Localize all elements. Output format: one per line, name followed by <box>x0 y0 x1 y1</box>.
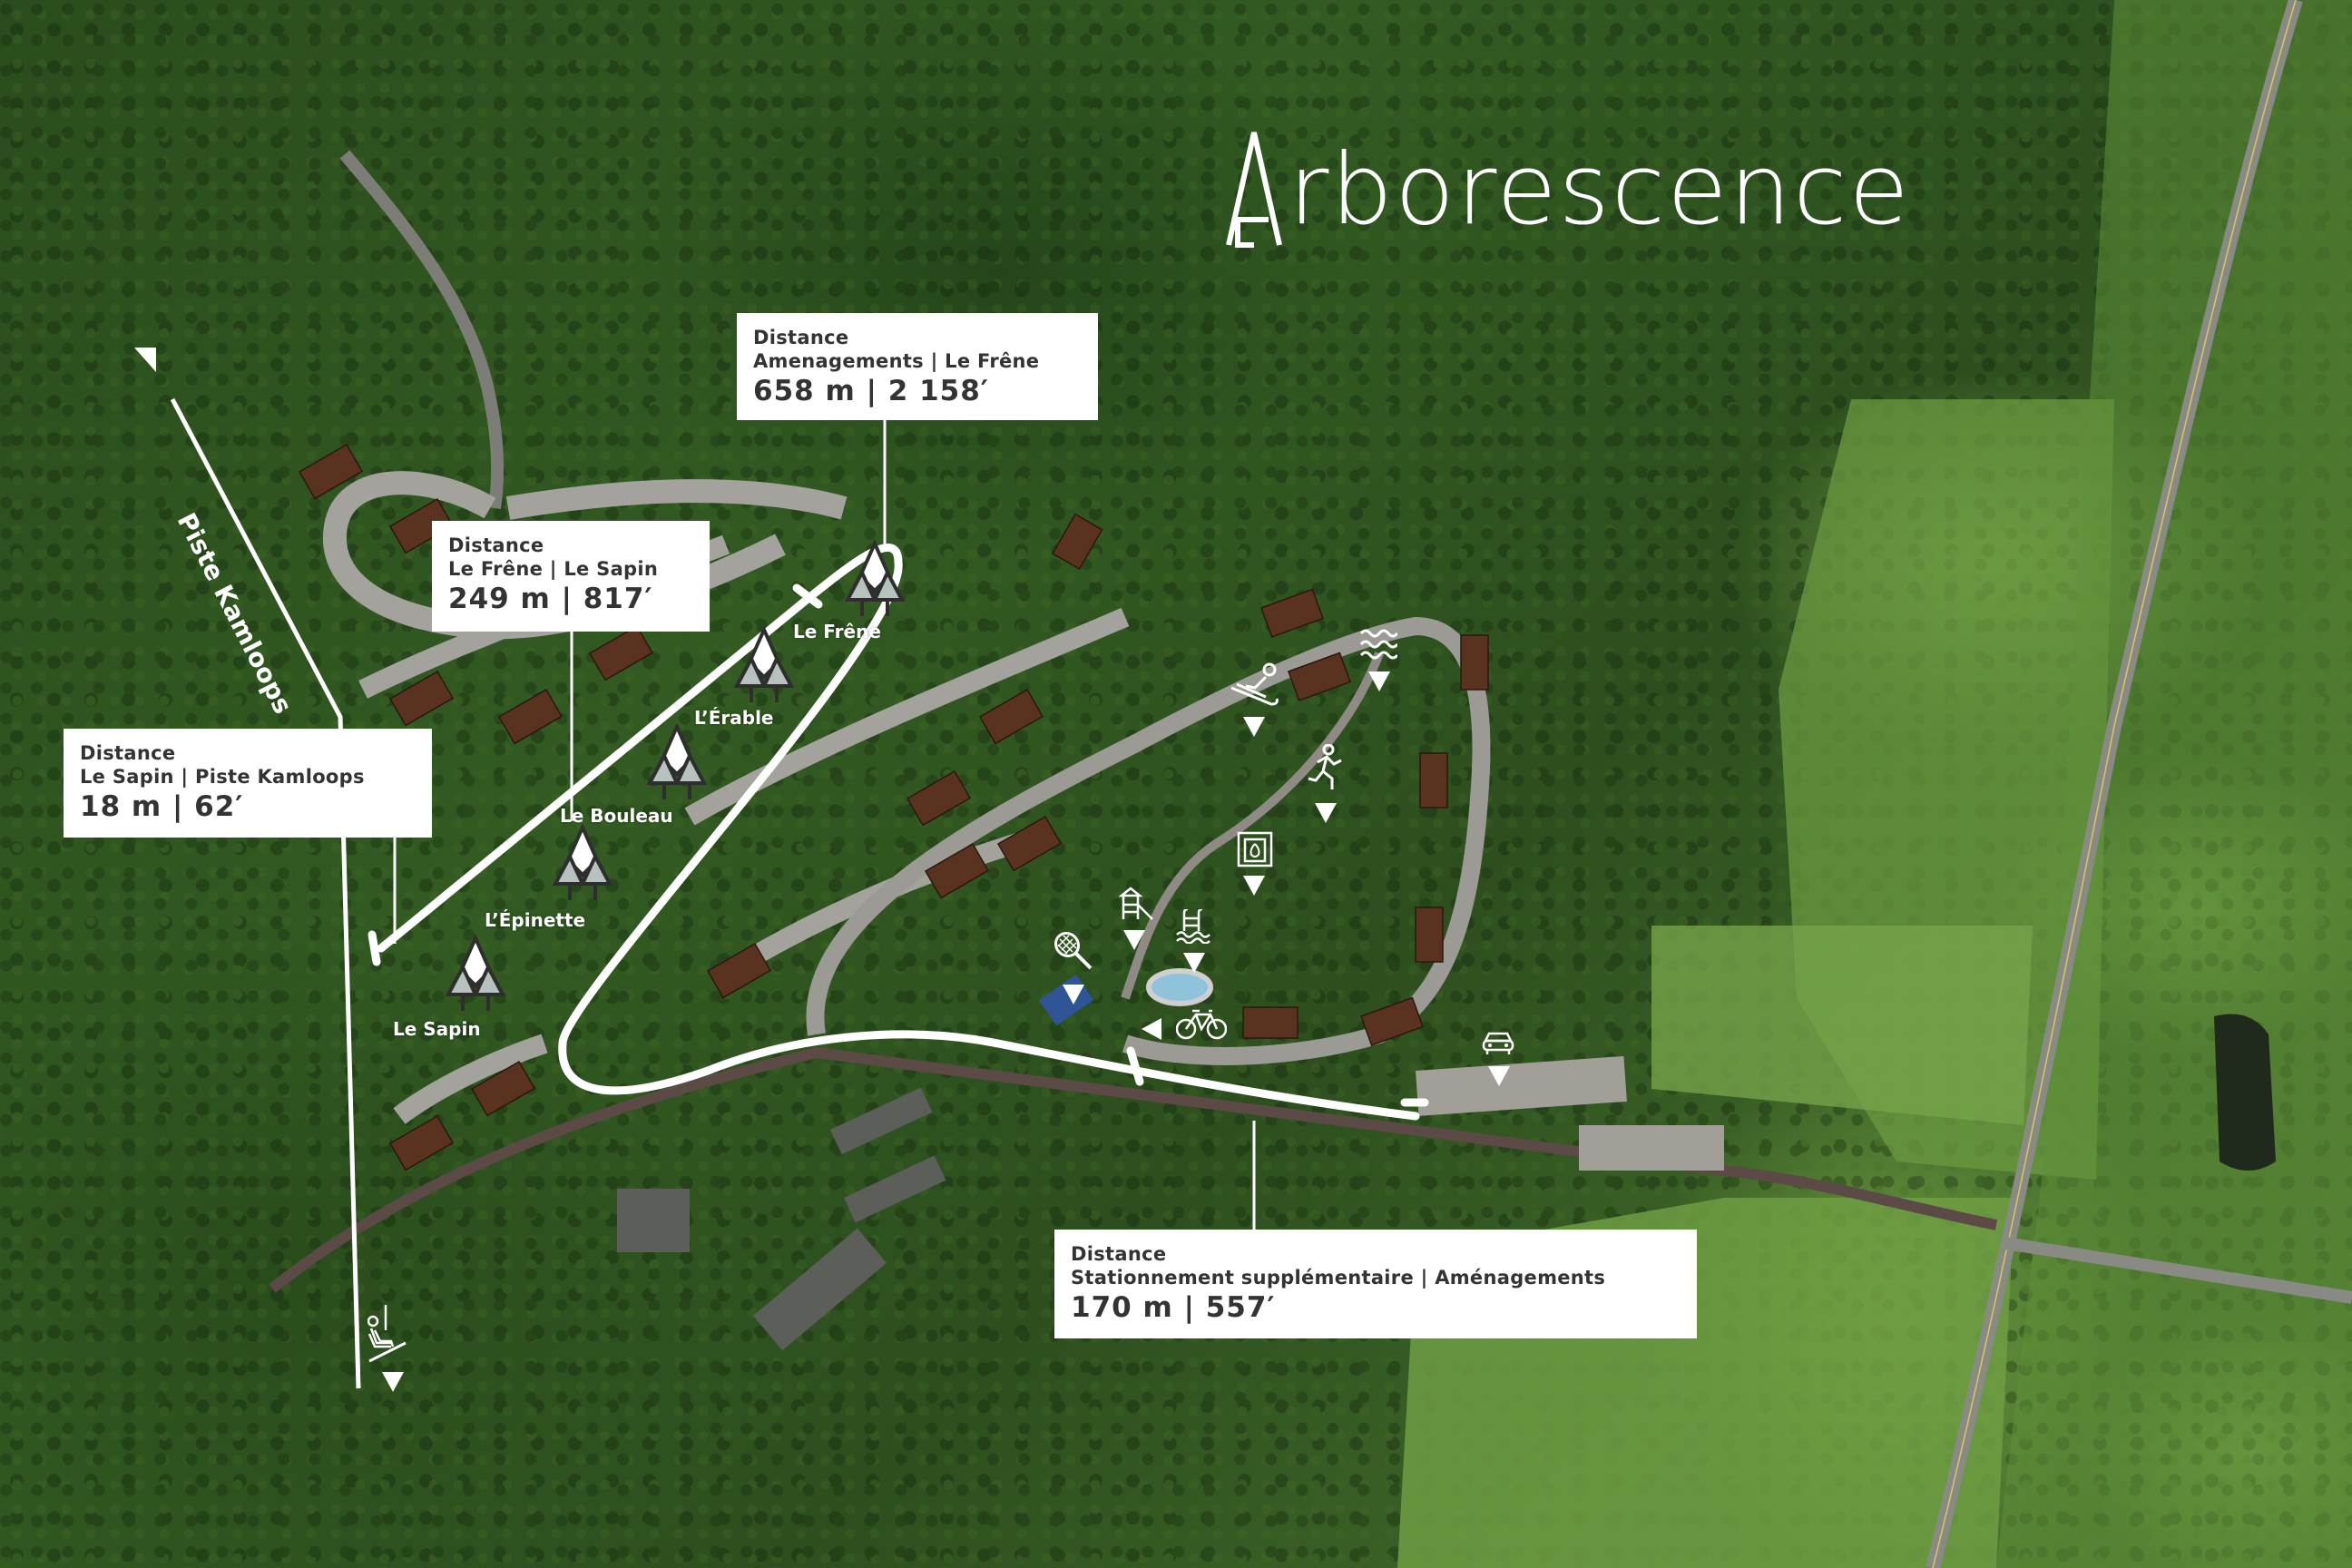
pointer-chairlift <box>382 1372 404 1392</box>
road-row-2 <box>684 607 1130 826</box>
building-label-sapin: Le Sapin <box>393 1018 481 1040</box>
parking-lot-main <box>1416 1055 1627 1116</box>
callout-sapin-kamloops: Distance Le Sapin | Piste Kamloops 18 m … <box>64 729 432 838</box>
pointer-playground <box>1123 930 1145 950</box>
side-road <box>2004 1237 2352 1304</box>
tree-icon-epinette <box>552 824 613 900</box>
callout-stationnement-amenagements: Distance Stationnement supplémentaire | … <box>1054 1230 1697 1338</box>
building-label-epinette: L’Épinette <box>485 909 586 931</box>
pointer-fireplace <box>1243 876 1265 896</box>
route-tick-amenagements <box>1126 1046 1144 1086</box>
piste-arrow <box>134 348 156 372</box>
callout-route: Le Frêne | Le Sapin <box>448 558 659 580</box>
pointer-bicycle <box>1142 1018 1161 1040</box>
pointer-parking <box>1488 1066 1510 1086</box>
water-waves-icon <box>1359 629 1397 660</box>
building-label-bouleau: Le Bouleau <box>560 805 673 827</box>
callout-value: 170 m | 557′ <box>1071 1291 1276 1324</box>
swimming-pool-icon <box>1176 909 1210 944</box>
tree-icon-bouleau <box>646 723 708 799</box>
callout-route: Amenagements | Le Frêne <box>753 350 1040 372</box>
building-label-erable: L’Érable <box>694 707 774 729</box>
chalet-roofs <box>298 443 1489 1171</box>
pointer-running <box>1315 803 1337 823</box>
access-road-north <box>339 150 505 510</box>
tree-icon-le-frene <box>844 540 906 616</box>
tree-icon-sapin <box>445 935 506 1011</box>
swimming-pool <box>1146 968 1213 1006</box>
pointer-sledding <box>1243 717 1265 737</box>
pointer-tennis <box>1063 985 1084 1004</box>
route-tick-frene <box>792 583 823 609</box>
callout-route: Le Sapin | Piste Kamloops <box>80 766 365 788</box>
playground-icon <box>1118 887 1153 920</box>
callout-frene-sapin: Distance Le Frêne | Le Sapin 249 m | 817… <box>432 521 710 632</box>
callout-value: 249 m | 817′ <box>448 583 653 615</box>
loop-road-north <box>505 479 848 520</box>
running-icon <box>1308 744 1342 789</box>
callout-title: Distance <box>448 534 544 556</box>
bicycle-icon <box>1176 1009 1227 1040</box>
pointer-pool <box>1183 953 1205 973</box>
tree-icon-erable <box>733 626 795 702</box>
callout-title: Distance <box>1071 1243 1167 1265</box>
brand-a-glyph-icon <box>1226 132 1282 248</box>
tennis-icon <box>1054 931 1093 970</box>
callout-value: 18 m | 62′ <box>80 790 244 823</box>
measured-route <box>377 543 1420 1121</box>
brand-logo: rborescence <box>1225 129 1911 249</box>
pointer-stream <box>1368 671 1390 691</box>
fireplace-icon <box>1237 831 1273 867</box>
sledding-icon <box>1230 662 1279 706</box>
multiuse-trail <box>269 1046 1998 1293</box>
existing-condos <box>617 1087 946 1351</box>
field-east <box>1996 0 2352 1568</box>
piste-line <box>170 397 361 1389</box>
callout-title: Distance <box>80 742 176 764</box>
highway-centerline <box>1932 0 2297 1568</box>
route-tick-sapin <box>368 930 381 966</box>
car-icon <box>1482 1032 1514 1054</box>
brand-name: rborescence <box>1289 133 1911 247</box>
callout-route: Stationnement supplémentaire | Aménageme… <box>1071 1267 1606 1289</box>
road-row-4 <box>393 1034 548 1124</box>
callout-value: 658 m | 2 158′ <box>753 375 989 407</box>
pond <box>2214 1014 2276 1171</box>
callout-frene-amenagements: Distance Amenagements | Le Frêne 658 m |… <box>737 313 1098 420</box>
field-mid <box>1651 926 2033 1125</box>
chairlift-icon <box>368 1305 407 1363</box>
callout-title: Distance <box>753 327 849 348</box>
parking-lot-secondary <box>1579 1125 1724 1171</box>
building-label-le-frene: Le Frêne <box>793 621 881 642</box>
